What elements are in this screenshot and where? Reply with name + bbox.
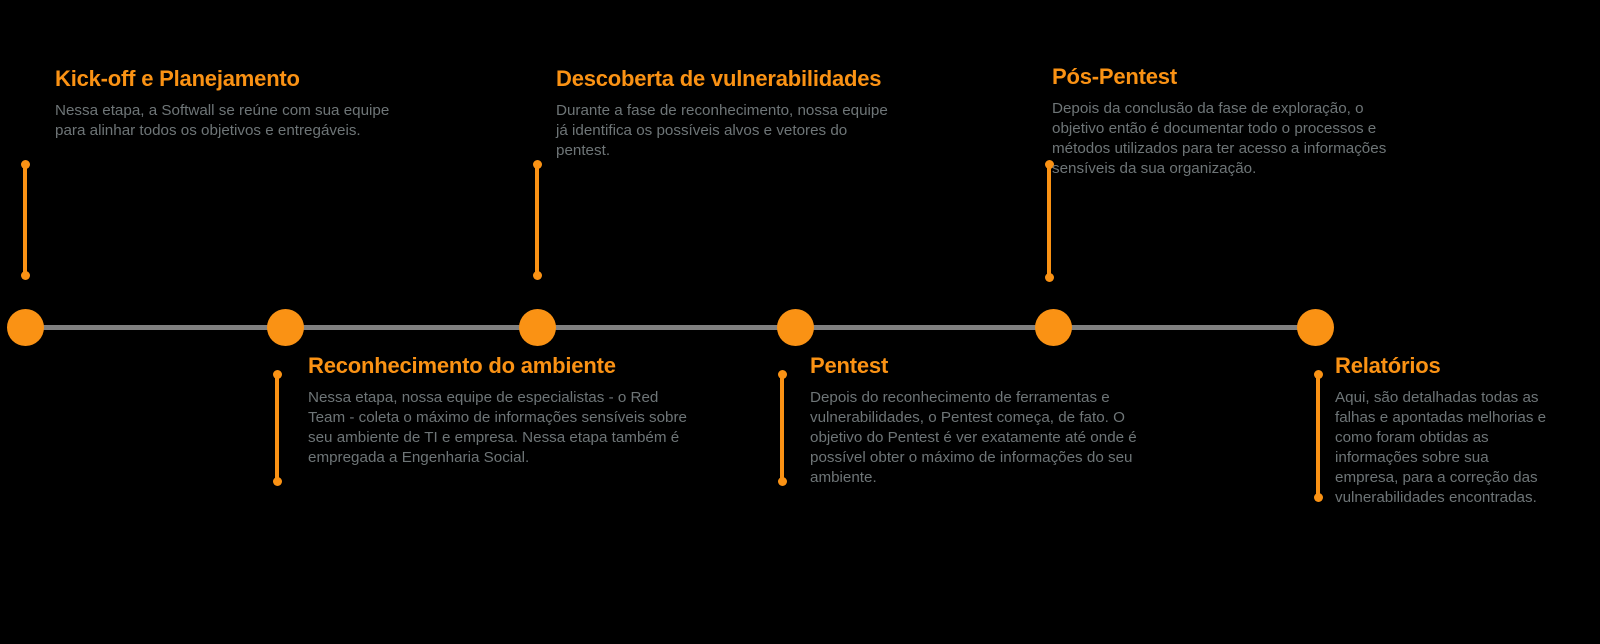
connector-step-5	[1044, 160, 1054, 282]
timeline-node-1[interactable]	[6, 309, 44, 346]
step-block-1: Kick-off e Planejamento Nessa etapa, a S…	[55, 66, 415, 141]
timeline-axis	[24, 325, 1316, 330]
timeline-node-5[interactable]	[1034, 309, 1072, 346]
timeline-node-2[interactable]	[266, 309, 304, 346]
connector-step-3	[532, 160, 542, 280]
step-body-6: Aqui, são detalhadas todas as falhas e a…	[1335, 389, 1547, 506]
step-title-5: Pós-Pentest	[1052, 64, 1177, 89]
step-title-4: Pentest	[810, 353, 889, 378]
timeline-node-4[interactable]	[776, 309, 814, 346]
step-block-4: Pentest Depois do reconhecimento de ferr…	[810, 353, 1155, 488]
step-title-6: Relatórios	[1335, 353, 1441, 378]
connector-step-4	[777, 370, 787, 486]
step-block-5: Pós-Pentest Depois da conclusão da fase …	[1052, 64, 1407, 179]
step-title-1: Kick-off e Planejamento	[55, 66, 300, 91]
timeline-node-6[interactable]	[1296, 309, 1334, 346]
timeline-node-3[interactable]	[518, 309, 556, 346]
step-body-2: Nessa etapa, nossa equipe de especialist…	[308, 389, 688, 466]
step-title-2: Reconhecimento do ambiente	[308, 353, 616, 378]
step-title-3: Descoberta de vulnerabilidades	[556, 66, 882, 91]
step-body-3: Durante a fase de reconhecimento, nossa …	[556, 102, 888, 159]
connector-step-6	[1313, 370, 1323, 502]
connector-step-1	[20, 160, 30, 280]
connector-step-2	[272, 370, 282, 486]
step-block-2: Reconhecimento do ambiente Nessa etapa, …	[308, 353, 688, 468]
step-body-1: Nessa etapa, a Softwall se reúne com sua…	[55, 102, 390, 139]
step-body-4: Depois do reconhecimento de ferramentas …	[810, 389, 1137, 486]
step-body-5: Depois da conclusão da fase de exploraçã…	[1052, 100, 1387, 177]
step-block-3: Descoberta de vulnerabilidades Durante a…	[556, 66, 901, 161]
step-block-6: Relatórios Aqui, são detalhadas todas as…	[1335, 353, 1555, 508]
